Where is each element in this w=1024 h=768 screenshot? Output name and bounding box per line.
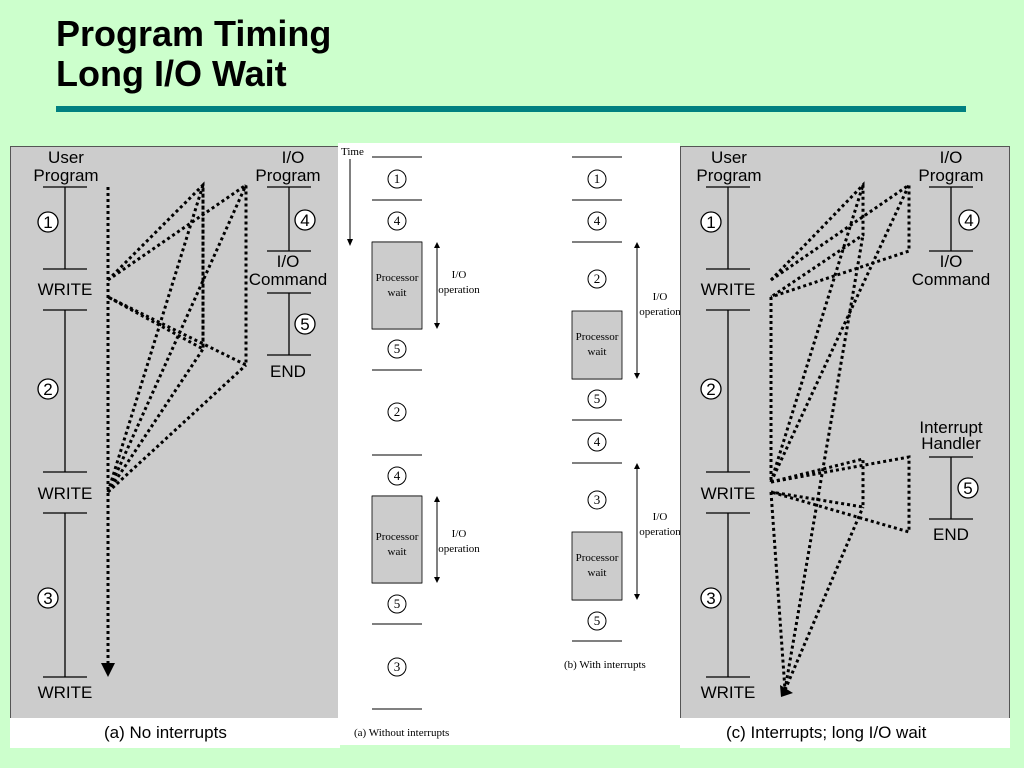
write-label-1: WRITE xyxy=(701,280,756,299)
time-label: Time xyxy=(341,146,364,158)
io-operation-a2-1: I/O xyxy=(452,528,467,540)
write-label-2: WRITE xyxy=(701,484,756,503)
user-program-label-2: Program xyxy=(696,166,761,185)
timeline-a-step-2: 4 xyxy=(394,213,401,228)
io-program-label-2: Program xyxy=(918,166,983,185)
timeline-a-step-6: 5 xyxy=(394,596,401,611)
panel-interrupts-long-wait: User Program I/O Program Interrupt Handl… xyxy=(680,146,1010,720)
io-operation-a2-2: operation xyxy=(438,543,480,555)
io-operation-b2-2: operation xyxy=(639,526,680,538)
io-command-label-2: Command xyxy=(249,270,327,289)
panel-no-interrupts: User Program I/O Program 1 2 3 4 5 WRITE… xyxy=(10,146,340,720)
segment-3: 3 xyxy=(706,589,715,608)
interrupts-diagram: User Program I/O Program Interrupt Handl… xyxy=(696,148,990,702)
segment-2: 2 xyxy=(706,380,715,399)
write-label-3: WRITE xyxy=(701,683,756,702)
processor-wait-b2-2: wait xyxy=(588,567,607,579)
timeline-b-step-7: 5 xyxy=(594,613,601,628)
timeline-b-step-6: 3 xyxy=(594,492,601,507)
timeline-b-caption: (b) With interrupts xyxy=(564,659,646,671)
processor-wait-a2-2: wait xyxy=(388,546,407,558)
caption-strip-c: (c) Interrupts; long I/O wait xyxy=(680,718,1010,748)
segment-4: 4 xyxy=(964,211,973,230)
title-underline xyxy=(56,106,966,112)
segment-5: 5 xyxy=(963,479,972,498)
segment-4: 4 xyxy=(300,211,309,230)
segment-3: 3 xyxy=(43,589,52,608)
io-program-label-1: I/O xyxy=(940,148,963,167)
timeline-a-step-4: 2 xyxy=(394,404,401,419)
caption-interrupts-long-wait: (c) Interrupts; long I/O wait xyxy=(726,723,927,742)
io-command-label-2: Command xyxy=(912,270,990,289)
write-label-2: WRITE xyxy=(38,484,93,503)
timeline-b-step-2: 4 xyxy=(594,213,601,228)
write-label-1: WRITE xyxy=(38,280,93,299)
io-operation-b1-2: operation xyxy=(639,306,680,318)
io-command-label-1: I/O xyxy=(940,252,963,271)
caption-strip-a: (a) No interrupts xyxy=(10,718,340,748)
no-interrupts-diagram: User Program I/O Program 1 2 3 4 5 WRITE… xyxy=(33,148,327,702)
title-line-2: Long I/O Wait xyxy=(56,53,287,94)
processor-wait-b2-1: Processor xyxy=(576,552,619,564)
segment-5: 5 xyxy=(300,315,309,334)
io-operation-a1-1: I/O xyxy=(452,269,467,281)
io-program-label-1: I/O xyxy=(282,148,305,167)
segment-1: 1 xyxy=(706,213,715,232)
timeline-b-step-3: 2 xyxy=(594,271,601,286)
caption-no-interrupts: (a) No interrupts xyxy=(104,723,227,742)
user-program-label-2: Program xyxy=(33,166,98,185)
user-program-label-1: User xyxy=(711,148,747,167)
processor-wait-b1-1: Processor xyxy=(576,331,619,343)
write-label-3: WRITE xyxy=(38,683,93,702)
end-label: END xyxy=(270,362,306,381)
processor-wait-a1-1: Processor xyxy=(376,272,419,284)
io-command-label-1: I/O xyxy=(277,252,300,271)
io-operation-b2-1: I/O xyxy=(653,511,668,523)
io-operation-a1-2: operation xyxy=(438,284,480,296)
timeline-b-step-4: 5 xyxy=(594,391,601,406)
io-operation-b1-1: I/O xyxy=(653,291,668,303)
timeline-a-step-7: 3 xyxy=(394,659,401,674)
timeline-b-step-1: 1 xyxy=(594,171,601,186)
timeline-b-step-5: 4 xyxy=(594,434,601,449)
end-label: END xyxy=(933,525,969,544)
user-program-label-1: User xyxy=(48,148,84,167)
segment-2: 2 xyxy=(43,380,52,399)
timeline-a-step-1: 1 xyxy=(394,171,401,186)
slide-title: Program Timing Long I/O Wait xyxy=(56,14,331,94)
processor-wait-a1-2: wait xyxy=(388,287,407,299)
title-line-1: Program Timing xyxy=(56,13,332,54)
timeline-panel: Time 1 4 5 2 4 5 3 Processor wait Proces… xyxy=(338,143,680,745)
segment-1: 1 xyxy=(43,213,52,232)
processor-wait-b1-2: wait xyxy=(588,346,607,358)
io-program-label-2: Program xyxy=(255,166,320,185)
timeline-a-step-3: 5 xyxy=(394,341,401,356)
interrupt-handler-label-2: Handler xyxy=(921,434,981,453)
interrupt-handler-label-1: Interrupt xyxy=(919,418,983,437)
processor-wait-a2-1: Processor xyxy=(376,531,419,543)
timeline-a-step-5: 4 xyxy=(394,468,401,483)
timeline-diagram: Time 1 4 5 2 4 5 3 Processor wait Proces… xyxy=(341,146,680,739)
timeline-a-caption: (a) Without interrupts xyxy=(354,727,449,739)
